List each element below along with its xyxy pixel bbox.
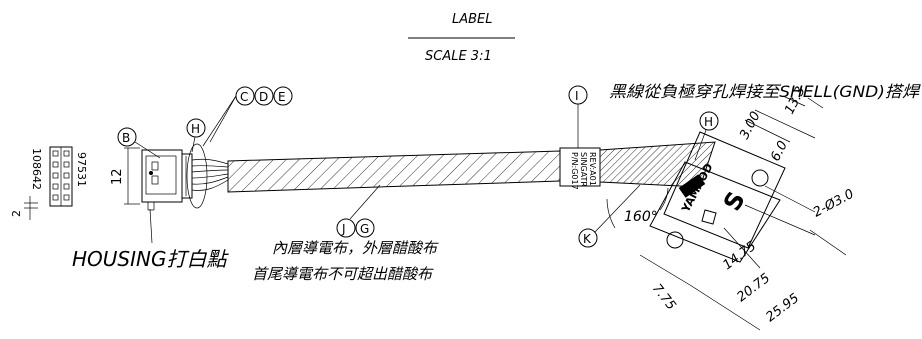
housing: 12 HOUSING打白點 xyxy=(72,147,229,271)
housing-note: HOUSING打白點 xyxy=(72,247,229,271)
balloon-jg: J G xyxy=(336,184,381,238)
tag-line3: REV:A01 xyxy=(588,152,597,186)
pin-numbers-odd: 97531 xyxy=(75,152,88,187)
cable-note-line1: 內層導電布，外層醋酸布 xyxy=(272,239,439,257)
balloon-h-left: H xyxy=(186,118,206,153)
pinout-view: 108642 97531 2 xyxy=(10,146,88,220)
balloon-cde: C D E xyxy=(202,86,293,147)
svg-text:C: C xyxy=(240,90,248,104)
wire-bundle xyxy=(186,143,229,209)
hole-dim: 2-Ø3.0 xyxy=(811,187,857,221)
pitch-dim: 2 xyxy=(10,210,23,217)
housing-height-dim: 12 xyxy=(110,168,125,185)
label-title: LABEL xyxy=(452,12,493,27)
balloon-i: I xyxy=(568,85,588,105)
svg-text:H: H xyxy=(704,115,713,129)
balloon-b: B xyxy=(117,127,161,159)
tag-line1: P/N:G017 xyxy=(570,152,579,190)
dim-3-00: 3.00 xyxy=(737,109,764,142)
shell-note: 黑線從負極穿孔焊接至SHELL(GND)搭焊 xyxy=(609,82,921,101)
tag-line2: SINGATR xyxy=(579,152,588,187)
label-tag: P/N:G017 SINGATR REV:A01 xyxy=(559,104,601,190)
svg-text:H: H xyxy=(191,122,200,136)
balloon-k: K xyxy=(578,184,641,248)
svg-text:J: J xyxy=(341,222,346,236)
svg-text:K: K xyxy=(583,232,592,246)
jack-s-mark: S xyxy=(718,187,751,216)
pin-numbers-even: 108642 xyxy=(30,148,43,190)
dim-25-95: 25.95 xyxy=(763,291,802,325)
cable-sleeve: 內層導電布，外層醋酸布 首尾導電布不可超出醋酸布 xyxy=(227,141,716,283)
svg-text:I: I xyxy=(575,89,579,103)
angle-dim: 160° xyxy=(624,209,658,225)
balloon-h-right: H xyxy=(694,111,719,161)
dim-20-75: 20.75 xyxy=(734,271,773,305)
label-block: LABEL SCALE 3:1 xyxy=(408,12,515,64)
dim-7-75: 7.75 xyxy=(649,281,679,313)
svg-text:E: E xyxy=(278,90,286,104)
dim-6-0: 6.0 xyxy=(768,139,791,164)
svg-text:D: D xyxy=(259,90,268,104)
jack-dimensions: 3.00 13.3 6.0 2-Ø3.0 14.75 20.75 7.75 25… xyxy=(639,84,857,331)
svg-text:G: G xyxy=(360,222,369,236)
pin-grid xyxy=(52,150,70,201)
svg-text:B: B xyxy=(122,131,130,145)
cable-note-line2: 首尾導電布不可超出醋酸布 xyxy=(252,265,434,283)
scale-text: SCALE 3:1 xyxy=(425,49,492,64)
dim-14-75: 14.75 xyxy=(720,239,759,273)
